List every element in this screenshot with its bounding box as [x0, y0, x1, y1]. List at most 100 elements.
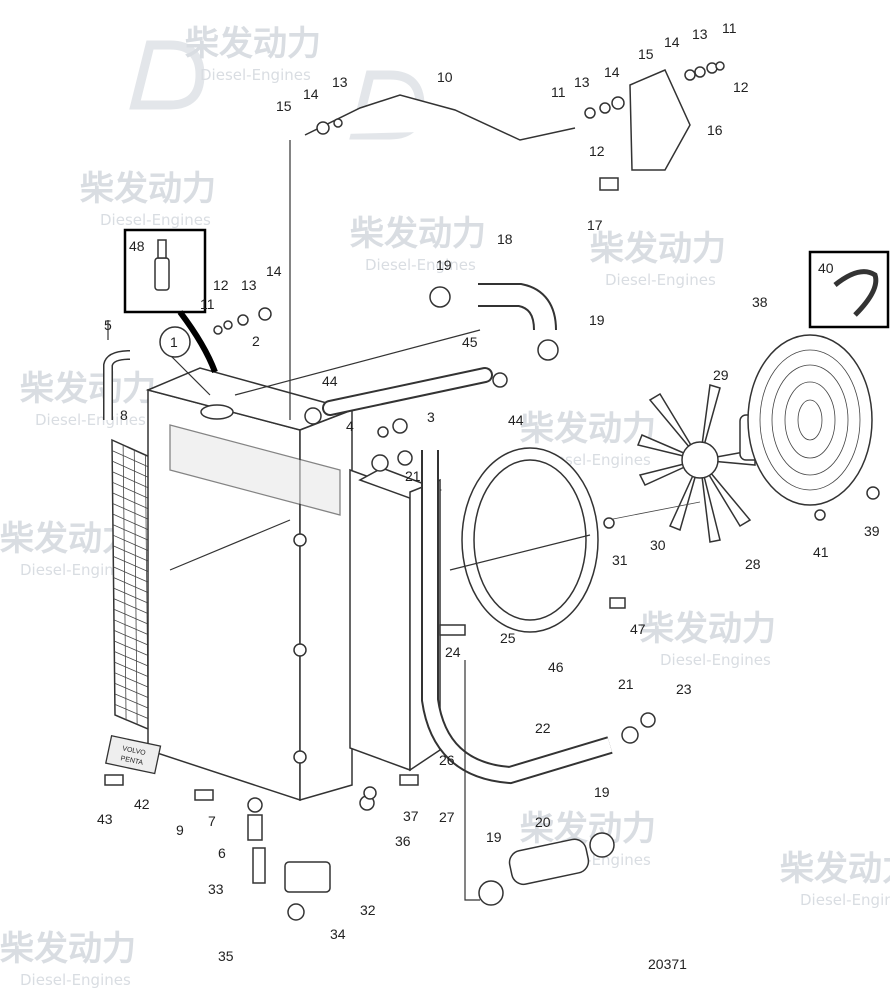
callout-16: 16 [707, 122, 723, 138]
watermark-5: 柴发动力 Diesel-Engines [590, 229, 726, 289]
watermark-3: 柴发动力 Diesel-Engines [80, 169, 216, 229]
callout-19-a: 19 [436, 257, 452, 273]
callout-19-b: 19 [589, 312, 605, 328]
watermark-logo-icon [129, 40, 205, 110]
callout-35: 35 [218, 948, 234, 964]
hose-20 [508, 838, 590, 886]
watermark-en: Diesel-Engines [20, 561, 131, 579]
rod-30 [607, 501, 701, 521]
watermark-1: 柴发动力 Diesel-Engines [129, 24, 321, 110]
watermark-layer: 柴发动力 Diesel-Engines 柴发动力 Diesel-Engines … [0, 24, 890, 989]
hardware [104, 61, 880, 921]
mount-bracket-32 [284, 861, 331, 893]
detail-box-40 [808, 250, 890, 329]
callout-circle-1 [159, 326, 191, 358]
callout-15-a: 15 [276, 98, 292, 114]
watermark-cn: 柴发动力 [185, 24, 321, 64]
callout-24: 24 [445, 644, 461, 660]
callout-12-a: 12 [213, 277, 229, 293]
cable-tie-icon [833, 269, 879, 317]
watermark-en: Diesel-Engines [660, 651, 771, 669]
watermark-en: Diesel-Engines [605, 271, 716, 289]
watermark-cn: 柴发动力 [590, 229, 726, 269]
callout-7: 7 [208, 813, 216, 829]
watermark-en: Diesel-Engines [200, 66, 311, 84]
callout-labels: 1 2 3 4 5 6 7 8 9 10 11 11 11 12 12 12 1… [97, 20, 880, 964]
watermark-4: 柴发动力 Diesel-Engines [350, 214, 486, 274]
watermark-cn: 柴发动力 [780, 849, 890, 889]
watermark-9: 柴发动力 Diesel-Engines [640, 609, 776, 669]
watermark-6: 柴发动力 Diesel-Engines [20, 369, 156, 429]
watermark-en: Diesel-Engines [20, 971, 131, 989]
callout-2: 2 [252, 333, 260, 349]
callout-19-c: 19 [486, 829, 502, 845]
callout-4: 4 [346, 418, 354, 434]
callout-9: 9 [176, 822, 184, 838]
pipe-10 [304, 94, 576, 141]
bracket-16 [629, 69, 691, 171]
watermark-cn: 柴发动力 [0, 929, 136, 969]
callout-15-b: 15 [638, 46, 654, 62]
callout-40: 40 [818, 260, 834, 276]
pipe-22-inner [423, 450, 613, 783]
callout-11-b: 11 [551, 84, 566, 100]
callout-30: 30 [650, 537, 666, 553]
callout-45: 45 [462, 334, 478, 350]
fan-shroud-ring [461, 447, 599, 633]
radiator-core [145, 367, 355, 802]
callout-26: 26 [439, 752, 455, 768]
watermark-en: Diesel-Engines [35, 411, 146, 429]
callout-34: 34 [330, 926, 346, 942]
callout-1: 1 [170, 334, 178, 350]
callout-6: 6 [218, 845, 226, 861]
callout-14-a: 14 [303, 86, 319, 102]
nameplate-42: VOLVO PENTA [105, 734, 162, 775]
watermark-en: Diesel-Engines [365, 256, 476, 274]
callout-28: 28 [745, 556, 761, 572]
drawing-number: 20371 [648, 956, 687, 972]
watermark-11: 柴发动力 Diesel-Engines [780, 849, 890, 909]
callout-46: 46 [548, 659, 564, 675]
callout-37: 37 [403, 808, 419, 824]
callout-12-c: 12 [733, 79, 749, 95]
callout-29: 29 [713, 367, 729, 383]
leader-lines [107, 140, 591, 901]
watermark-en: Diesel-Engines [100, 211, 211, 229]
callout-8: 8 [120, 407, 128, 423]
callout-12-b: 12 [589, 143, 605, 159]
fan-guard [747, 334, 873, 506]
callout-21-a: 21 [405, 468, 421, 484]
callout-13-d: 13 [692, 26, 708, 42]
detail-box-48 [123, 228, 218, 374]
plate-text-line-1: VOLVO [122, 745, 147, 757]
watermark-cn: 柴发动力 [520, 809, 656, 849]
callout-20: 20 [535, 814, 551, 830]
callout-41: 41 [813, 544, 829, 560]
callout-11-c: 11 [722, 20, 737, 36]
callout-42: 42 [134, 796, 150, 812]
watermark-en: Diesel-Engines [800, 891, 890, 909]
callout-22: 22 [535, 720, 551, 736]
callout-44-b: 44 [508, 412, 524, 428]
callout-13-b: 13 [241, 277, 257, 293]
callout-10: 10 [437, 69, 453, 85]
callout-21-b: 21 [618, 676, 634, 692]
plate-text-line-2: PENTA [120, 755, 144, 767]
callout-14-b: 14 [266, 263, 282, 279]
callout-17: 17 [587, 217, 603, 233]
watermark-cn: 柴发动力 [20, 369, 156, 409]
hose-45-inner [324, 369, 491, 414]
watermark-cn: 柴发动力 [520, 409, 656, 449]
callout-31: 31 [612, 552, 628, 568]
callout-47: 47 [630, 621, 646, 637]
callout-19-d: 19 [594, 784, 610, 800]
watermark-cn: 柴发动力 [350, 214, 486, 254]
callout-25: 25 [500, 630, 516, 646]
watermark-cn: 柴发动力 [640, 609, 776, 649]
hoses-and-pipes [103, 94, 701, 886]
callout-32: 32 [360, 902, 376, 918]
callout-23: 23 [676, 681, 692, 697]
callout-13-c: 13 [574, 74, 590, 90]
hose-18-inner [478, 285, 555, 331]
